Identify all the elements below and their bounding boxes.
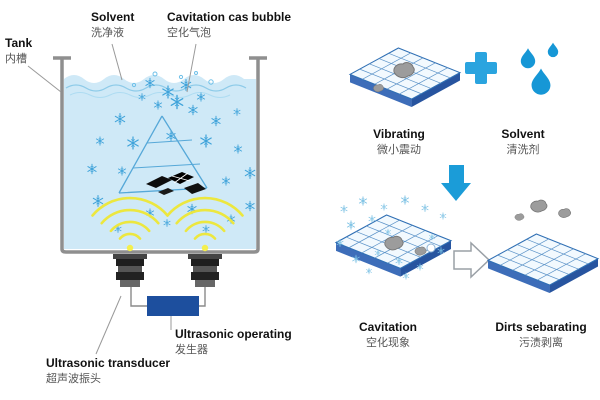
ultrasonic-wave-arcs-icon	[91, 196, 244, 240]
transducer-right	[188, 254, 222, 287]
transducer-left	[113, 254, 147, 287]
process-steps	[335, 42, 599, 294]
down-arrow-icon	[441, 165, 471, 201]
tank-group	[27, 43, 267, 355]
transducer-wires	[130, 287, 206, 307]
transducer-emit-dot	[126, 244, 134, 252]
ultrasonic-generator-box	[147, 296, 199, 316]
cavitation-plate	[335, 214, 452, 278]
separated-dirt-blobs	[514, 199, 572, 221]
surface-bubbles	[131, 71, 214, 88]
workpieces	[146, 172, 206, 195]
right-arrow-icon	[453, 241, 491, 279]
solvent-water	[64, 75, 256, 249]
vibrating-plate	[349, 47, 461, 108]
water-droplets-icon	[520, 42, 559, 95]
tank-wall	[60, 58, 260, 254]
clean-plate	[487, 233, 599, 294]
leader-lines	[27, 43, 197, 355]
plus-icon	[465, 52, 497, 84]
transducer-emit-dot	[201, 244, 209, 252]
